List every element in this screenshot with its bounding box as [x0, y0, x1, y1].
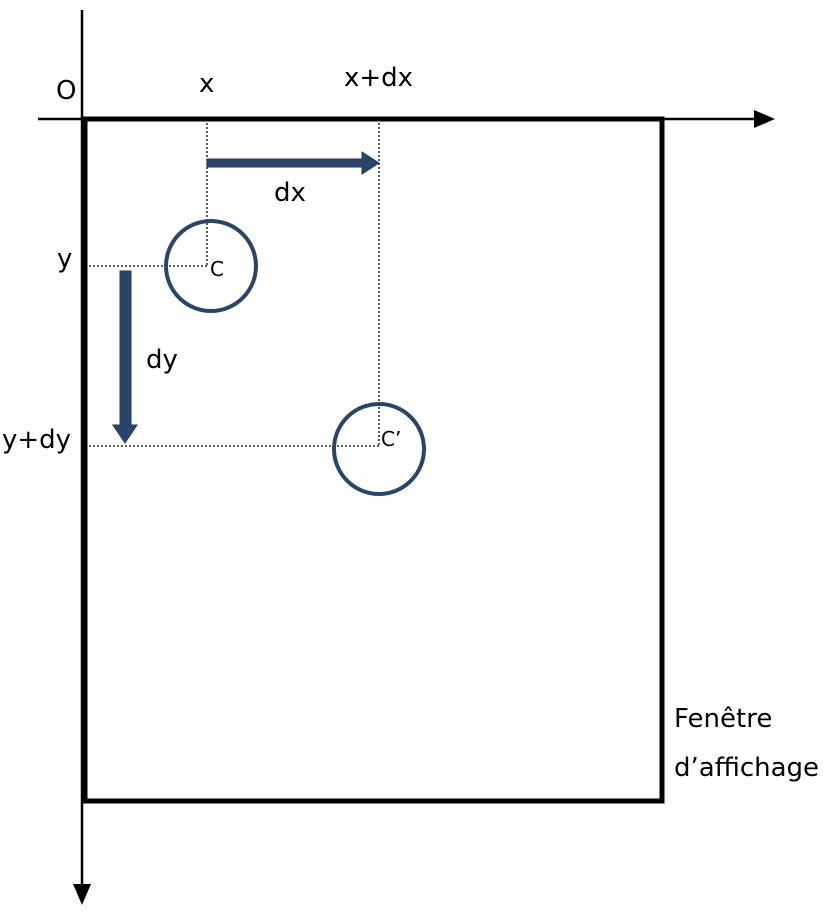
x-plus-dx-label: x+dx	[344, 63, 413, 93]
window-label-line2: d’affichage	[674, 753, 819, 783]
dy-arrow	[112, 270, 138, 444]
x-axis-arrowhead	[754, 110, 775, 128]
circle-c-prime	[332, 402, 426, 496]
window-label-line1: Fenêtre	[674, 704, 772, 734]
y-plus-dy-label: y+dy	[2, 425, 71, 455]
origin-label: O	[56, 76, 76, 106]
center-c-prime-label: C’	[381, 427, 401, 451]
y-axis-arrowhead	[73, 884, 91, 905]
dx-arrow	[206, 151, 380, 175]
display-window-frame	[82, 116, 665, 804]
dy-label: dy	[146, 345, 178, 375]
y-label: y	[57, 244, 72, 274]
x-label: x	[199, 69, 214, 99]
center-c-label: C	[210, 257, 224, 281]
circle-c	[164, 219, 258, 313]
dx-label: dx	[274, 178, 306, 208]
